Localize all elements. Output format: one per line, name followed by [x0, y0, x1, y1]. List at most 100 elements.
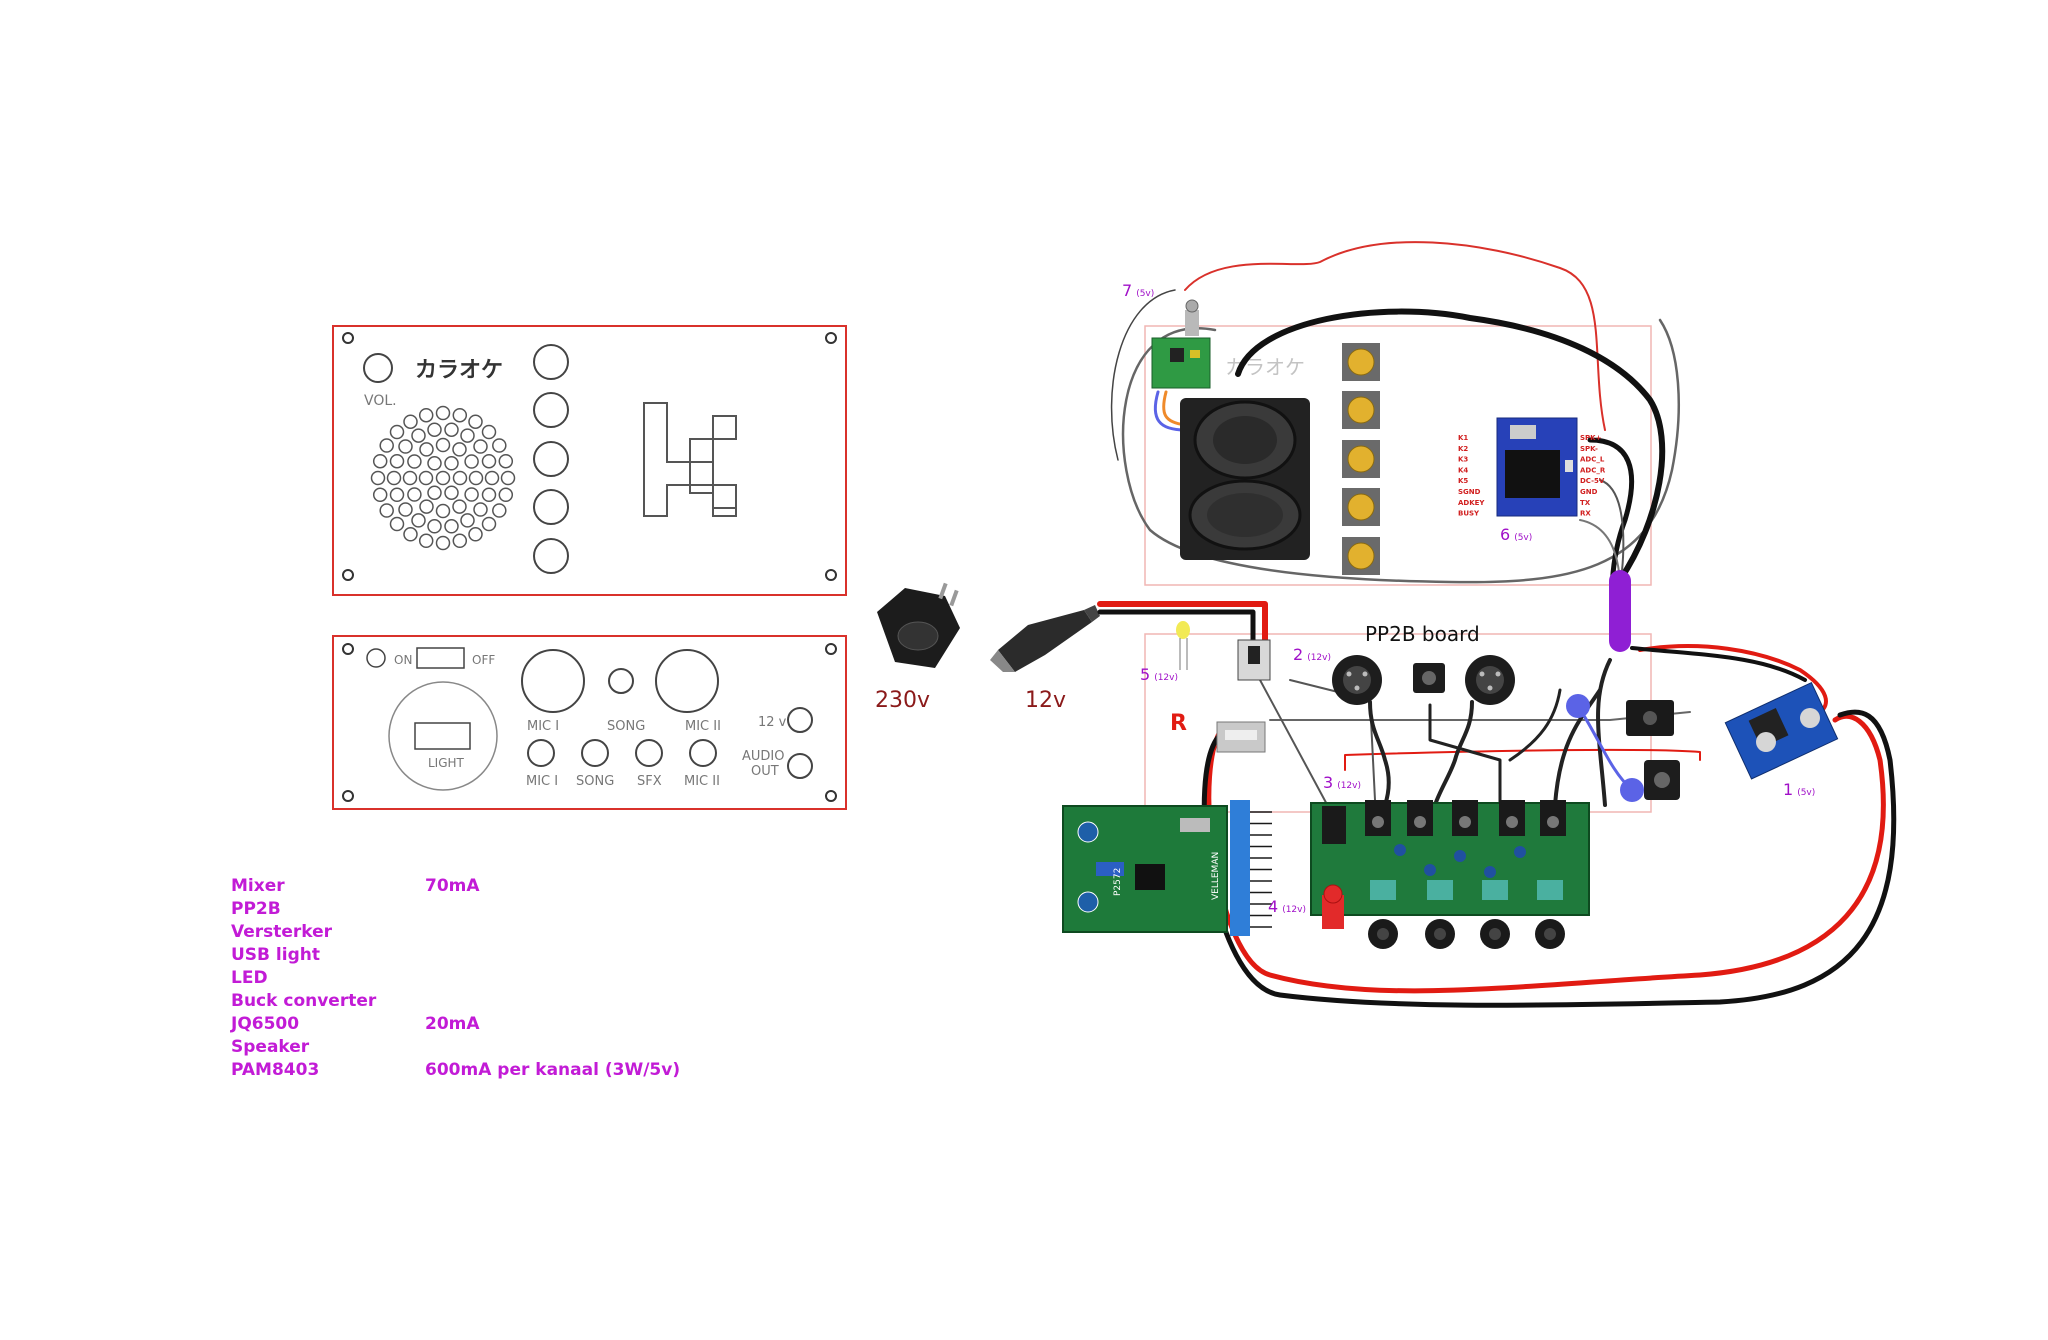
table-row: Buck converter — [231, 991, 751, 1014]
grille-hole — [444, 456, 459, 471]
grille-hole — [418, 533, 434, 549]
usb-port — [1216, 721, 1266, 753]
blue-wire-dots — [1566, 694, 1644, 802]
component-current: 20mA — [425, 1014, 480, 1034]
component-name: LED — [231, 968, 268, 988]
component-name: JQ6500 — [231, 1014, 300, 1034]
tactile-button-cap — [1347, 542, 1375, 570]
grille-hole — [372, 453, 388, 469]
grille-hole — [444, 422, 459, 437]
dc-jack — [1626, 700, 1674, 736]
grille-hole — [389, 516, 405, 532]
front-title: カラオケ — [415, 358, 503, 383]
back-panel: ON OFF LIGHT MIC I SONG MIC II 12 v MIC … — [332, 635, 847, 810]
pam8403-amplifier — [1151, 299, 1211, 389]
grille-hole — [452, 470, 468, 486]
callout-5: 5(12v) — [1140, 665, 1178, 684]
callout-7: 7(5v) — [1122, 281, 1154, 300]
button-holes-column — [533, 344, 569, 574]
capacitor — [1514, 846, 1526, 858]
on-label: ON — [394, 653, 412, 667]
component-name: Versterker — [231, 922, 333, 942]
table-row: Mixer 70mA — [231, 876, 751, 899]
grille-hole — [464, 454, 479, 469]
volume-knob-hole — [363, 353, 393, 383]
jq-pin-label-left: K2 — [1458, 445, 1468, 453]
grille-hole — [402, 470, 418, 486]
grille-hole — [492, 438, 507, 453]
jq-pin-label-right: TX — [1580, 499, 1591, 507]
light-label: LIGHT — [428, 756, 465, 770]
mixer-pot — [1537, 880, 1563, 900]
capacitor — [1394, 844, 1406, 856]
velleman-pcb: P2572 VELLEMAN — [1062, 800, 1272, 936]
grille-hole — [435, 535, 451, 551]
grille-hole — [452, 533, 468, 549]
grille-hole — [419, 442, 434, 457]
grille-hole — [498, 453, 514, 469]
grille-hole — [419, 499, 434, 514]
jq-pin-label-left: BUSY — [1458, 510, 1480, 518]
grille-hole — [435, 503, 451, 519]
grille-hole — [407, 454, 422, 469]
grille-hole — [460, 513, 475, 528]
component-name: USB light — [231, 945, 320, 965]
vol-label: VOL. — [364, 393, 397, 409]
callout-6: 6(5v) — [1500, 525, 1532, 544]
tactile-button-cap — [1347, 348, 1375, 376]
mixer-pot — [1370, 880, 1396, 900]
component-name: Mixer — [231, 876, 285, 896]
mixer-jack-hole — [1506, 816, 1518, 828]
table-row: PP2B — [231, 899, 751, 922]
component-current: 70mA — [425, 876, 480, 896]
grille-hole — [468, 470, 484, 486]
grille-hole — [500, 470, 516, 486]
callout-3: 3(12v) — [1323, 773, 1361, 792]
speaker-grille — [370, 405, 516, 551]
capacitor — [1454, 850, 1466, 862]
component-name: PAM8403 — [231, 1060, 320, 1080]
jq-pin-label-right: ADC_L — [1580, 456, 1605, 464]
component-name: PP2B — [231, 899, 281, 919]
led — [1176, 621, 1190, 670]
grille-hole — [379, 503, 394, 518]
callout-4: 4(12v) — [1268, 897, 1306, 916]
table-row: PAM8403 600mA per kanaal (3W/5v) — [231, 1060, 751, 1083]
wall-adapter-230v — [877, 582, 960, 668]
mixer-jack-hole — [1459, 816, 1471, 828]
grille-hole — [398, 439, 413, 454]
mixer-jack-hole — [1547, 816, 1559, 828]
grille-hole — [481, 424, 497, 440]
power-switch-cutout — [416, 647, 465, 669]
grille-hole — [407, 487, 422, 502]
mixer-jack-hole — [1414, 816, 1426, 828]
r-mark: R — [1170, 711, 1187, 736]
grille-hole — [372, 487, 388, 503]
jq-pin-label-left: SGND — [1458, 488, 1481, 496]
grille-hole — [411, 428, 426, 443]
grille-hole — [435, 405, 451, 421]
v230-label: 230v — [875, 688, 930, 713]
v12-label: 12 v — [758, 715, 787, 730]
audio-out-jack — [1644, 760, 1680, 800]
capacitor — [1484, 866, 1496, 878]
grille-hole — [452, 442, 467, 457]
jq-pin-label-right: SPK- — [1580, 445, 1598, 453]
grille-hole — [468, 414, 483, 429]
mic2-bottom-label: MIC II — [684, 774, 720, 789]
grille-hole — [427, 422, 442, 437]
speaker-module — [1180, 398, 1310, 560]
grille-hole — [444, 519, 459, 534]
grille-hole — [418, 407, 434, 423]
component-current: 600mA per kanaal (3W/5v) — [425, 1060, 681, 1080]
grille-hole — [498, 487, 514, 503]
grille-hole — [411, 513, 426, 528]
grille-hole — [473, 439, 488, 454]
jq-pin-label-left: K1 — [1458, 434, 1468, 442]
grille-hole — [398, 502, 413, 517]
grille-hole — [473, 502, 488, 517]
mic1-top-label: MIC I — [527, 719, 559, 734]
usb-cutout — [414, 722, 471, 750]
